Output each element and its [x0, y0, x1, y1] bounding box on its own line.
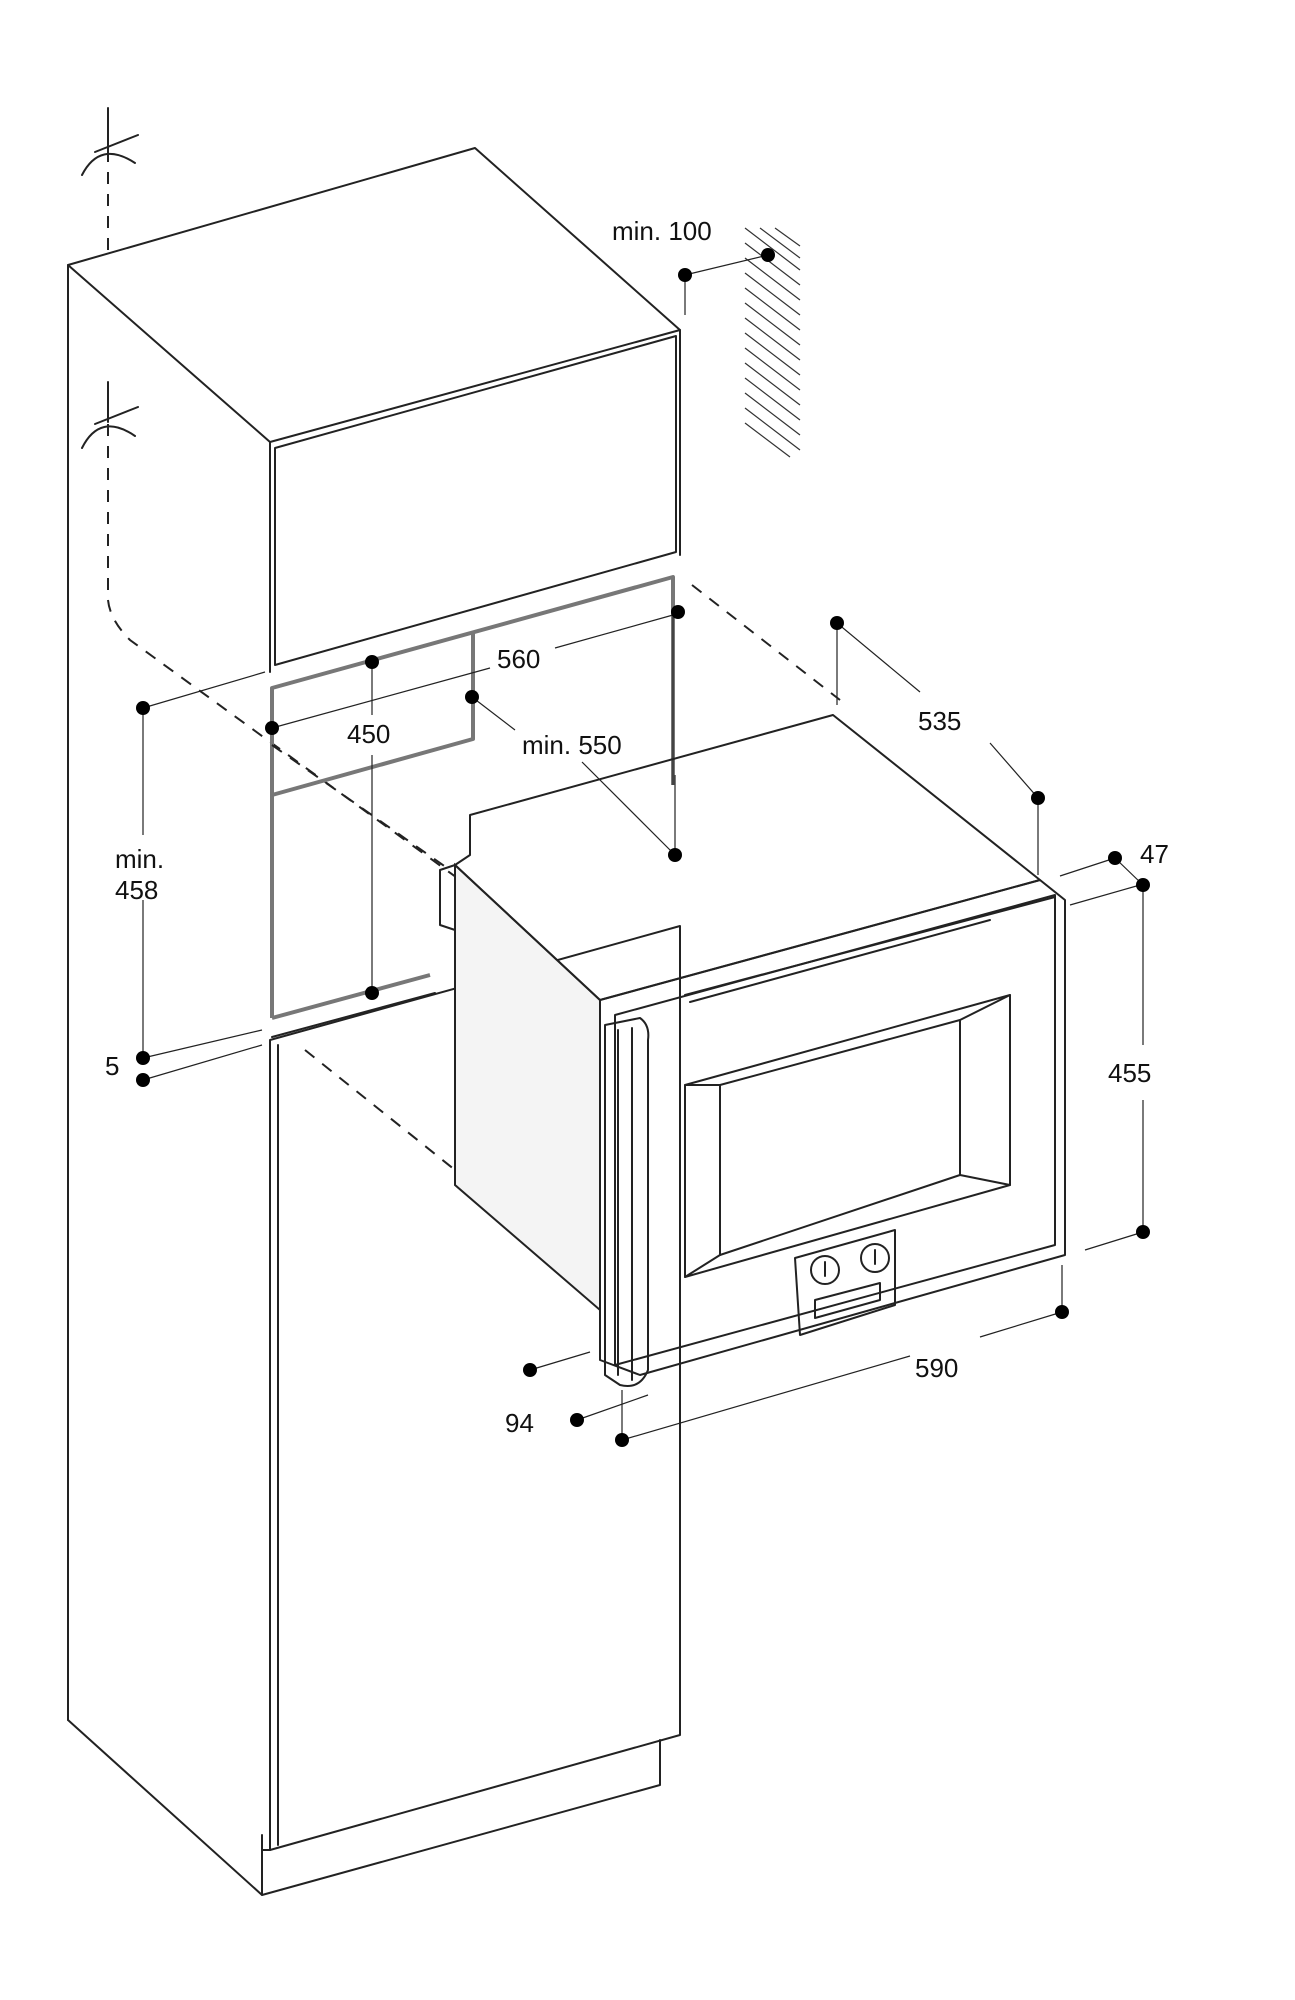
marker — [570, 1413, 584, 1427]
marker — [671, 605, 685, 619]
oven-knob-icon — [860, 1243, 890, 1273]
marker — [365, 986, 379, 1000]
label-min: min. — [115, 844, 164, 874]
marker — [136, 1051, 150, 1065]
marker — [523, 1363, 537, 1377]
dimension-lines — [142, 254, 1144, 1441]
label-5: 5 — [105, 1051, 119, 1081]
marker — [615, 1433, 629, 1447]
label-47: 47 — [1140, 839, 1169, 869]
marker — [830, 616, 844, 630]
label-min-100: min. 100 — [612, 216, 712, 246]
ceiling-mount-icon — [81, 107, 139, 255]
label-min-550: min. 550 — [522, 730, 622, 760]
marker — [136, 1073, 150, 1087]
marker — [465, 690, 479, 704]
label-94: 94 — [505, 1408, 534, 1438]
marker — [678, 268, 692, 282]
marker — [1108, 851, 1122, 865]
label-455: 455 — [1108, 1058, 1151, 1088]
marker — [1136, 878, 1150, 892]
marker — [265, 721, 279, 735]
marker — [136, 701, 150, 715]
marker — [1136, 1225, 1150, 1239]
label-590: 590 — [915, 1353, 958, 1383]
dimension-markers — [136, 248, 1150, 1447]
oven-knob-icon — [810, 1255, 840, 1285]
marker — [365, 655, 379, 669]
marker — [668, 848, 682, 862]
marker — [761, 248, 775, 262]
oven-appliance — [439, 714, 1066, 1387]
label-535: 535 — [918, 706, 961, 736]
ceiling-mount-icon — [81, 381, 461, 881]
label-458: 458 — [115, 875, 158, 905]
marker — [1031, 791, 1045, 805]
wall-hatch-icon — [744, 227, 801, 458]
marker — [1055, 1305, 1069, 1319]
label-450: 450 — [347, 719, 390, 749]
label-560: 560 — [497, 644, 540, 674]
